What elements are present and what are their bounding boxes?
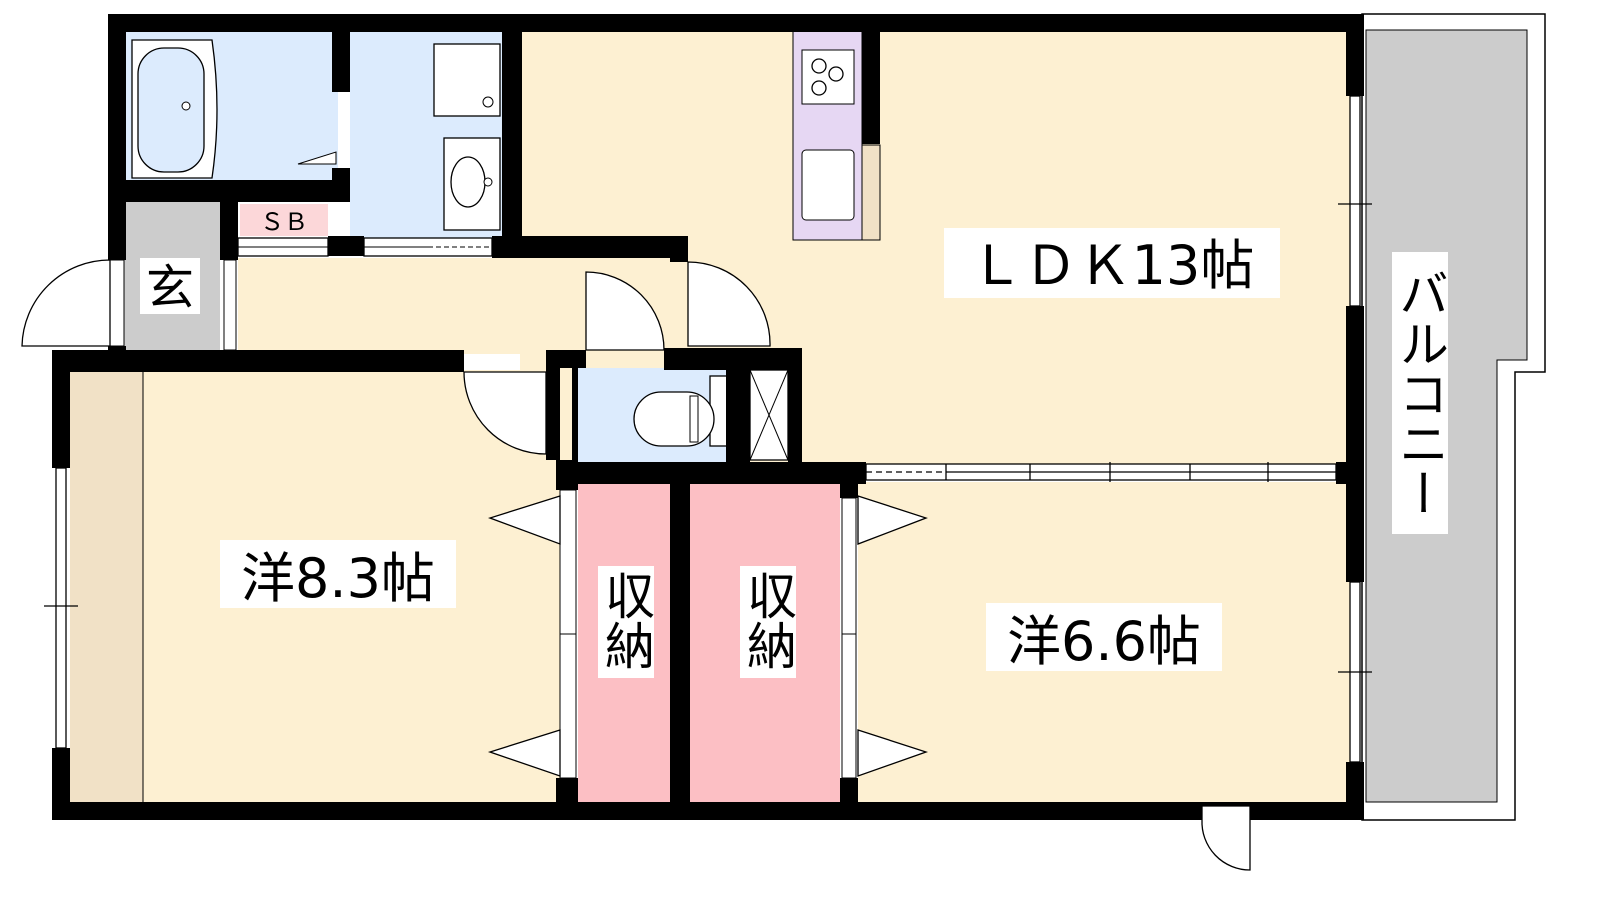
ldk-label: ＬＤＫ13帖 [970, 234, 1255, 297]
burner-icon [811, 80, 827, 96]
storage-1-label: 収納 [597, 570, 655, 670]
faucet-icon [483, 177, 493, 187]
folding-doors [487, 495, 929, 777]
closet-strip [70, 370, 143, 802]
window-mullions [44, 203, 1372, 673]
storage-1-label-bg [598, 566, 654, 678]
stove [801, 49, 855, 105]
shoe-box [240, 204, 328, 236]
sink-basin [450, 156, 486, 208]
pipe-shaft-cross [749, 369, 789, 461]
entrance-side-frame [109, 259, 125, 347]
storage-2-label: 収納 [739, 570, 797, 670]
toilet-bowl [633, 391, 715, 447]
ldk-label-bg [944, 228, 1280, 298]
entrance-label-bg [140, 258, 200, 314]
swing-doors [21, 259, 1251, 871]
storage-door-frame [841, 497, 857, 779]
shoe-box-label: ＳＢ [260, 208, 308, 236]
counter-end [861, 144, 881, 241]
bathroom-door [297, 151, 337, 165]
burner-icon [811, 58, 827, 74]
entrance-side-frame [223, 259, 237, 351]
drain-icon [181, 101, 191, 111]
balcony-label-bg [1392, 252, 1448, 534]
entrance-label: 玄 [146, 260, 194, 316]
drain-icon [482, 96, 494, 108]
storage-2-label-bg [740, 566, 796, 678]
balcony-label: バルコニー [1391, 268, 1449, 518]
western-room-2-label: 洋6.6帖 [1007, 610, 1201, 673]
walls [52, 14, 1364, 820]
burner-icon [828, 66, 844, 82]
toilet-seat-line [689, 395, 699, 443]
bathtub-inner [137, 47, 205, 173]
kitchen-sink [801, 149, 855, 221]
western-room-2-label-bg [986, 603, 1222, 671]
western-room-1-label-bg [220, 540, 456, 608]
western-room-1-label: 洋8.3帖 [241, 547, 435, 610]
